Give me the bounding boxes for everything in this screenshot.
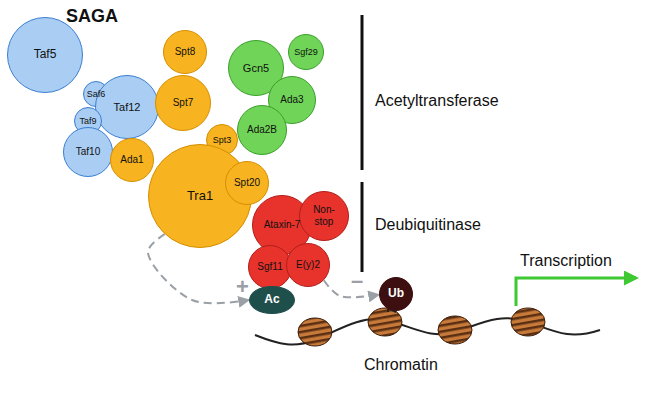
subunit-label: Gcn5: [243, 62, 269, 75]
subunit-label: Ada1: [120, 154, 143, 166]
subunit-label: Spt3: [213, 135, 232, 145]
subunit-circle: Ada2B: [237, 105, 287, 155]
effect-sign: –: [351, 268, 363, 294]
subunit-label: Spt8: [175, 46, 196, 58]
subunit-circle: Taf10: [63, 127, 113, 177]
histone-mark: Ac: [249, 286, 295, 314]
subunit-label: Ada2B: [247, 124, 277, 136]
subunit-label: Tra1: [187, 189, 213, 204]
subunit-label: Non-stop: [306, 204, 342, 227]
subunit-circle: Taf12: [95, 75, 159, 139]
subunit-label: E(y)2: [296, 259, 320, 271]
annotation-label: Transcription: [520, 252, 612, 270]
subunit-circle: Spt7: [155, 75, 211, 131]
transcription-arrow: [516, 278, 636, 306]
subunit-label: Taf10: [76, 146, 100, 158]
subunit-circle: Spt20: [225, 161, 269, 205]
subunit-circle: Ada1: [110, 138, 154, 182]
subunit-label: Sgf11: [257, 261, 282, 273]
subunit-label: Ub: [388, 287, 404, 301]
subunit-label: Ataxin-7: [264, 219, 301, 231]
subunit-label: Saf6: [87, 89, 106, 99]
nucleosomes: [298, 308, 545, 346]
subunit-circle: Sgf29: [288, 34, 324, 70]
subunit-circle: E(y)2: [286, 243, 330, 287]
subunit-label: Ada3: [280, 94, 303, 106]
module-bracket: [361, 15, 364, 170]
subunit-label: Ac: [264, 293, 279, 307]
annotation-label: Chromatin: [364, 356, 438, 374]
subunit-label: Spt7: [173, 97, 194, 109]
subunit-label: Spt20: [234, 177, 260, 189]
subunit-label: Taf9: [79, 116, 96, 126]
effect-sign: +: [236, 274, 249, 300]
subunit-label: Taf5: [34, 48, 57, 62]
annotation-label: Acetyltransferase: [375, 92, 499, 110]
module-bracket: [361, 182, 364, 272]
subunit-circle: Taf5: [7, 17, 83, 93]
subunit-label: Sgf29: [294, 47, 318, 57]
subunit-circle: Non-stop: [299, 191, 349, 241]
subunit-circle: Spt8: [163, 30, 207, 74]
complex-title: SAGA: [66, 6, 118, 27]
annotation-label: Deubiquitinase: [375, 216, 481, 234]
subunit-label: Taf12: [114, 101, 141, 114]
histone-mark: Ub: [379, 277, 413, 311]
